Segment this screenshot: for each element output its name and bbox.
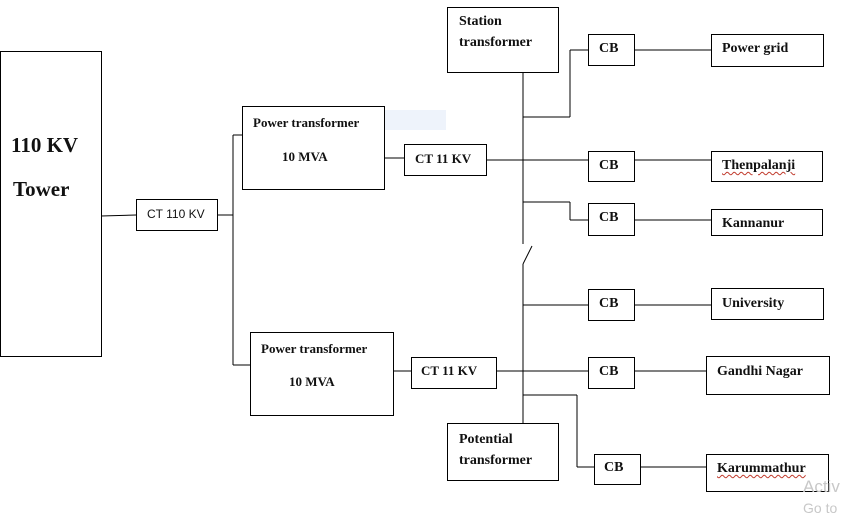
feeder-university-label: University [722, 296, 785, 311]
tower-label-line2: Tower [13, 177, 70, 201]
watermark-line2: Go to [803, 500, 838, 516]
isolator-switch [522, 245, 533, 265]
feeder-gandhi-nagar [706, 356, 830, 395]
power-transformer-2-rating: 10 MVA [289, 374, 335, 389]
circuit-breaker-4 [588, 289, 635, 321]
power-transformer-1-box [242, 106, 385, 190]
circuit-breaker-2 [588, 151, 635, 182]
feeder-power-grid-label: Power grid [722, 41, 789, 56]
wire-tower-ct [100, 214, 137, 217]
circuit-breaker-6 [594, 454, 641, 485]
ct-110kv-label: CT 110 KV [147, 207, 205, 221]
feeder-university [711, 288, 824, 320]
circuit-breaker-2-label: CB [599, 158, 619, 173]
station-transformer-box [447, 7, 559, 73]
ct-11kv-2-box [411, 357, 497, 389]
potential-transformer-line2: transformer [459, 453, 533, 468]
circuit-breaker-5 [588, 357, 635, 389]
ct-11kv-1-box [404, 144, 487, 176]
circuit-breaker-1-label: CB [599, 41, 619, 56]
selection-highlight [384, 110, 446, 130]
circuit-breaker-1 [588, 34, 635, 66]
circuit-breaker-4-label: CB [599, 296, 619, 311]
feeder-kannanur [711, 209, 823, 236]
feeder-kannanur-label: Kannanur [722, 216, 785, 231]
feeder-gandhi-nagar-label: Gandhi Nagar [717, 364, 803, 379]
ct-110kv-box [136, 199, 218, 231]
ct-11kv-1-label: CT 11 KV [415, 151, 472, 166]
potential-transformer-box [447, 423, 559, 481]
power-transformer-1-title: Power transformer [253, 115, 360, 130]
tower-box [0, 51, 102, 357]
tower-label-line1: 110 KV [11, 133, 79, 157]
feeder-thenpalanji [711, 151, 823, 182]
station-transformer-line2: transformer [459, 35, 533, 50]
feeder-karummathur-label: Karummathur [717, 461, 806, 476]
feeder-karummathur [706, 454, 829, 492]
power-transformer-2-box [250, 332, 394, 416]
station-transformer-line1: Station [459, 14, 502, 29]
feeder-power-grid [711, 34, 824, 67]
circuit-breaker-3 [588, 203, 635, 236]
circuit-breaker-3-label: CB [599, 210, 619, 225]
circuit-breaker-5-label: CB [599, 364, 619, 379]
potential-transformer-line1: Potential [459, 432, 513, 447]
feeder-thenpalanji-label: Thenpalanji [722, 158, 796, 173]
ct-11kv-2-label: CT 11 KV [421, 363, 478, 378]
power-transformer-2-title: Power transformer [261, 341, 368, 356]
circuit-breaker-6-label: CB [604, 460, 624, 475]
power-transformer-1-rating: 10 MVA [282, 149, 328, 164]
watermark-line1: Activ [803, 477, 840, 496]
